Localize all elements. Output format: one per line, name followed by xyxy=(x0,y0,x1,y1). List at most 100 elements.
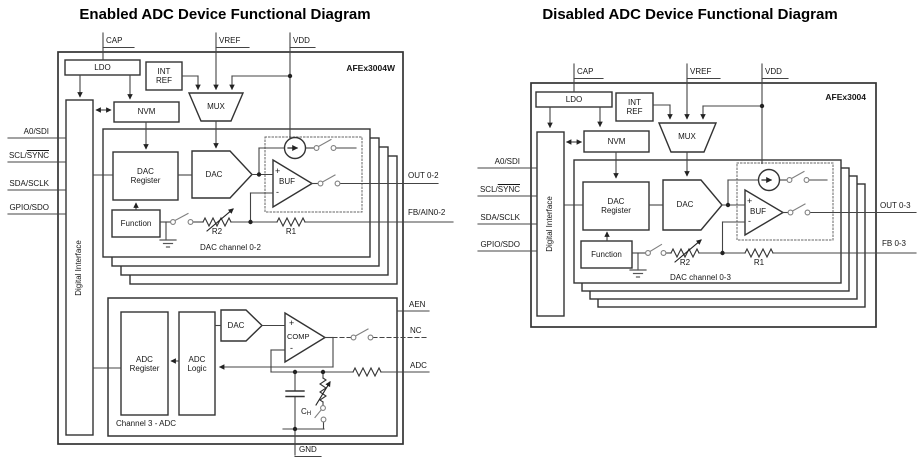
adc-register-line1: ADC xyxy=(136,354,153,364)
buf-plus-sign: + xyxy=(275,166,281,176)
dac-channel-label: DAC channel 0-3 xyxy=(670,273,731,282)
block-rects xyxy=(64,59,216,436)
disabled-chip-name: AFEx3004 xyxy=(825,92,866,102)
mux-shape xyxy=(657,122,718,153)
disabled-pin-fb: FB 0-3 xyxy=(882,239,907,248)
r2-variable-arrow xyxy=(206,208,234,232)
enabled-pin-adc: ADC xyxy=(410,361,427,370)
scl-text: SCL/ xyxy=(8,151,27,160)
block-rects xyxy=(535,91,654,317)
enabled-pin-gnd: GND xyxy=(299,445,317,454)
enabled-pin-cap: CAP xyxy=(106,36,123,45)
r1-label: R1 xyxy=(285,227,297,236)
comp-label: COMP xyxy=(287,332,310,341)
ground-icon xyxy=(159,239,177,248)
digital-interface-label: Digital Interface xyxy=(73,240,83,296)
wires xyxy=(477,63,917,271)
buf-minus-sign: - xyxy=(276,187,279,197)
nvm-label: NVM xyxy=(607,136,626,146)
dac-channel-label: DAC channel 0-2 xyxy=(200,243,261,252)
enabled-diagram-art xyxy=(7,32,454,458)
resistors xyxy=(670,247,774,259)
dac-register-line1: DAC xyxy=(607,197,625,206)
cap-name-text: C xyxy=(301,407,307,416)
adc-logic-line2: Logic xyxy=(187,363,207,373)
dac-register-line2: Register xyxy=(130,176,161,185)
dac-register-block xyxy=(582,181,650,231)
nvm-label: NVM xyxy=(137,107,156,116)
r1-resistor-icon xyxy=(276,216,306,228)
dac-register-line2: Register xyxy=(601,206,631,215)
adc-logic-block xyxy=(178,311,216,416)
disabled-pin-scl-sync: SCL/SYNC xyxy=(473,185,520,195)
sample-variable-resistor-icon xyxy=(319,377,327,403)
function-block xyxy=(580,240,633,269)
disabled-diagram-art xyxy=(477,63,917,328)
disabled-pin-vref: VREF xyxy=(690,67,712,76)
wires xyxy=(7,32,454,458)
r1-resistor-icon xyxy=(744,247,774,259)
buf-output-switch-icon xyxy=(317,174,341,187)
enabled-pin-vdd: VDD xyxy=(293,36,310,45)
capacitor-icon xyxy=(285,390,305,398)
scl-text: SCL/ xyxy=(479,185,498,194)
disabled-pin-a0-sdi: A0/SDI xyxy=(494,157,520,166)
sample-switch-icon xyxy=(314,405,327,423)
current-source-switch-icon xyxy=(786,170,810,183)
comp-minus-sign: - xyxy=(290,343,293,353)
adc-register-line2: Register xyxy=(129,363,160,373)
hold-cap-label: CH xyxy=(301,407,311,419)
ldo-label: LDO xyxy=(565,94,583,104)
adc-logic-line1: ADC xyxy=(188,354,206,364)
buf-output-switch-icon xyxy=(787,203,811,216)
dac-register-block xyxy=(112,151,179,201)
function-label: Function xyxy=(120,218,152,228)
sync-overline-text: SYNC xyxy=(26,151,49,160)
enabled-title: Enabled ADC Device Functional Diagram xyxy=(79,6,371,23)
disabled-pin-sda-sclk: SDA/SCLK xyxy=(480,213,520,222)
enabled-pin-gpio-sdo: GPIO/SDO xyxy=(9,203,49,212)
disabled-pin-gpio-sdo: GPIO/SDO xyxy=(480,240,520,249)
disabled-pin-out: OUT 0-3 xyxy=(880,201,911,210)
buf-amplifier xyxy=(272,158,314,209)
enabled-pin-vref: VREF xyxy=(219,36,241,45)
cap-sub-text: H xyxy=(306,411,312,417)
ground-icon xyxy=(629,269,647,278)
mux-label: MUX xyxy=(678,132,696,141)
disabled-pin-cap: CAP xyxy=(577,67,594,76)
current-source-icon xyxy=(283,136,307,160)
channel3-adc-label: Channel 3 - ADC xyxy=(116,419,177,428)
r1-label: R1 xyxy=(753,258,765,267)
disabled-pin-vdd: VDD xyxy=(765,67,782,76)
current-source-icon xyxy=(757,168,781,192)
int-ref-line2: REF xyxy=(156,76,172,85)
dac-register-line1: DAC xyxy=(137,167,154,176)
disabled-title: Disabled ADC Device Functional Diagram xyxy=(542,6,838,23)
digital-interface-label: Digital Interface xyxy=(544,196,554,252)
comp-plus-sign: + xyxy=(289,318,295,328)
enabled-chip-name: AFEx3004W xyxy=(346,63,395,73)
dac-label: DAC xyxy=(676,200,694,209)
switch-icons xyxy=(645,170,811,256)
digital-interface-block xyxy=(536,131,565,317)
adc-dac-shape xyxy=(220,309,264,342)
function-label: Function xyxy=(591,249,622,259)
adc-dac-label: DAC xyxy=(227,320,245,330)
enabled-pin-aen: AEN xyxy=(409,300,426,309)
dac-label: DAC xyxy=(205,169,223,179)
resistors xyxy=(202,216,382,403)
int-ref-line2: REF xyxy=(626,107,643,116)
enabled-pin-scl-sync: SCL/SYNC xyxy=(2,151,49,161)
int-ref-block xyxy=(615,92,654,122)
output-stage-dotted-box xyxy=(736,162,834,241)
int-ref-line1: INT xyxy=(628,98,641,107)
mux-shape xyxy=(187,92,245,122)
buf-amplifier xyxy=(744,188,785,237)
